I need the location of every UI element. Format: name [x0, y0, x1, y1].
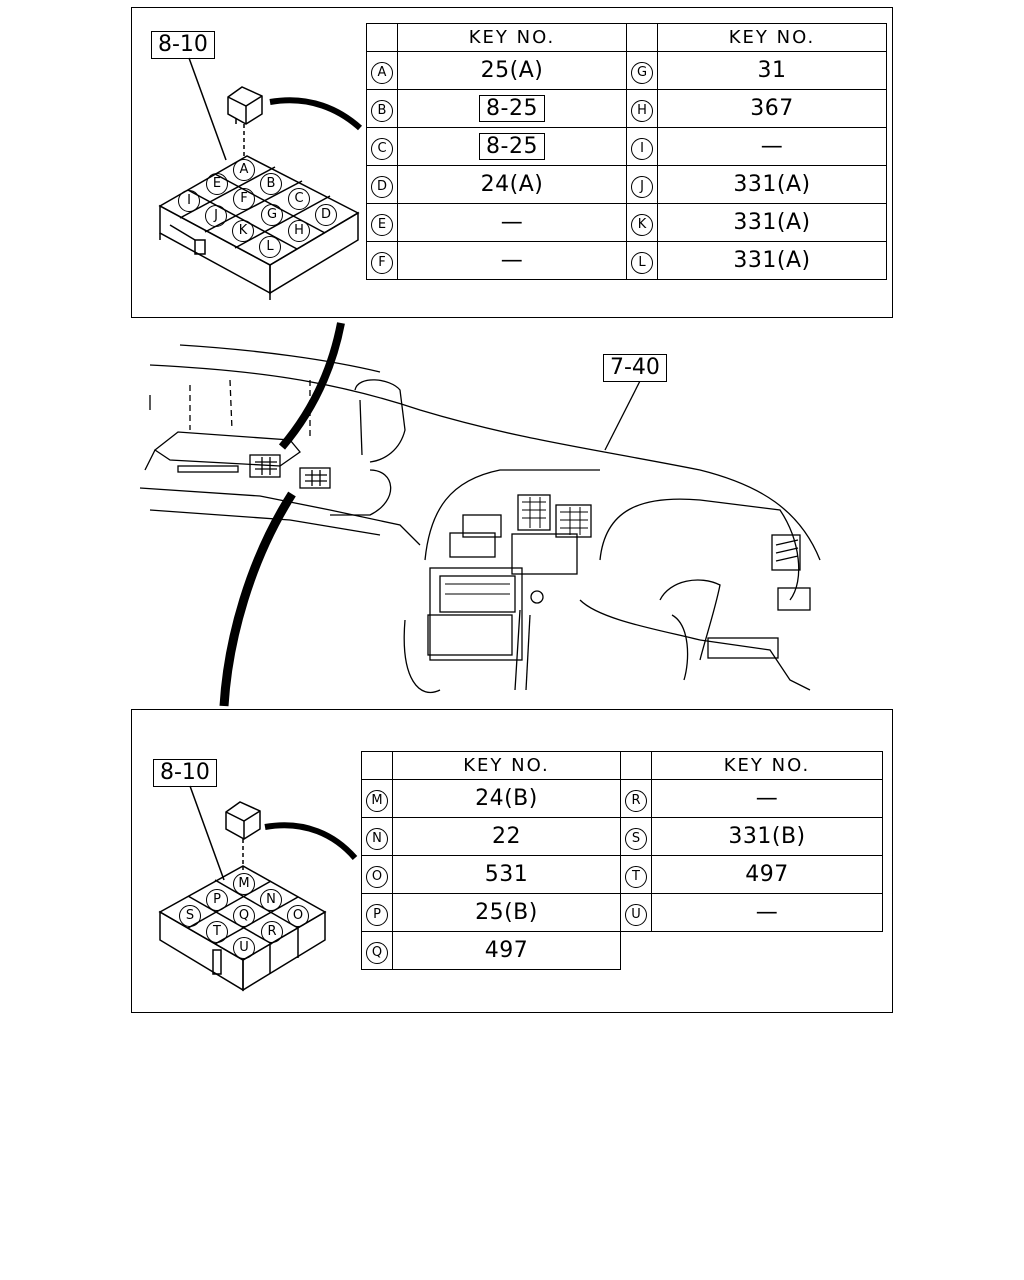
- key-value-reference: 8-25: [479, 133, 545, 160]
- header-key-no-left: KEY NO.: [397, 23, 627, 52]
- block-slot-I: I: [178, 190, 200, 212]
- key-letter: D: [371, 176, 393, 198]
- dashboard-callout-label: 7-40: [603, 354, 667, 382]
- key-letter: A: [371, 62, 393, 84]
- key-value-reference: 8-25: [479, 95, 545, 122]
- key-letter: O: [366, 866, 388, 888]
- key-value: 25(B): [392, 893, 621, 932]
- block-slot-Q: Q: [233, 905, 255, 927]
- key-value: 497: [651, 855, 883, 894]
- key-letter: S: [625, 828, 647, 850]
- key-letter: K: [631, 214, 653, 236]
- key-value: 331(A): [657, 165, 887, 204]
- block-slot-B: B: [260, 173, 282, 195]
- block-slot-C: C: [288, 188, 310, 210]
- table-row: N 22 S 331(B): [361, 817, 883, 856]
- header-key-no-right: KEY NO.: [651, 751, 883, 780]
- block-slot-S: S: [179, 905, 201, 927]
- table-row: E — K 331(A): [366, 203, 887, 242]
- key-value: 331(A): [657, 241, 887, 280]
- block-slot-R: R: [261, 921, 283, 943]
- block-slot-D: D: [315, 204, 337, 226]
- block-slot-G: G: [261, 204, 283, 226]
- table-row: B 8-25 H 367: [366, 89, 887, 128]
- block-slot-M: M: [233, 873, 255, 895]
- key-letter: J: [631, 176, 653, 198]
- key-letter: B: [371, 100, 393, 122]
- key-value: 25(A): [397, 51, 627, 90]
- key-letter: T: [625, 866, 647, 888]
- key-value: —: [397, 203, 627, 242]
- header-key-no-left: KEY NO.: [392, 751, 621, 780]
- bottom-callout-label: 8-10: [153, 759, 217, 787]
- table-row: F — L 331(A): [366, 241, 887, 280]
- key-letter: N: [366, 828, 388, 850]
- key-value: 31: [657, 51, 887, 90]
- table-row: C 8-25 I —: [366, 127, 887, 166]
- block-slot-A: A: [233, 159, 255, 181]
- key-letter: M: [366, 790, 388, 812]
- key-value: 24(B): [392, 779, 621, 818]
- block-slot-L: L: [259, 236, 281, 258]
- block-slot-H: H: [288, 220, 310, 242]
- key-letter: H: [631, 100, 653, 122]
- table-row: P 25(B) U —: [361, 893, 883, 932]
- block-slot-T: T: [206, 921, 228, 943]
- block-slot-K: K: [232, 220, 254, 242]
- top-callout-label: 8-10: [151, 31, 215, 59]
- top-relay-panel: [131, 7, 893, 318]
- key-value: —: [651, 779, 883, 818]
- table-row: O 531 T 497: [361, 855, 883, 894]
- key-letter: L: [631, 252, 653, 274]
- block-slot-U: U: [233, 937, 255, 959]
- key-value: —: [651, 893, 883, 932]
- key-letter: F: [371, 252, 393, 274]
- block-slot-E: E: [206, 173, 228, 195]
- key-letter: U: [625, 904, 647, 926]
- key-value: 497: [392, 931, 621, 970]
- key-value: 531: [392, 855, 621, 894]
- key-letter: I: [631, 138, 653, 160]
- block-slot-O: O: [287, 905, 309, 927]
- key-value: 331(B): [651, 817, 883, 856]
- bottom-key-table: KEY NO. KEY NO. M 24(B) R — N 22 S 331(B…: [361, 751, 883, 970]
- table-row: M 24(B) R —: [361, 779, 883, 818]
- block-slot-P: P: [206, 889, 228, 911]
- block-slot-F: F: [233, 188, 255, 210]
- table-header-row: KEY NO. KEY NO.: [366, 23, 887, 52]
- block-slot-J: J: [205, 205, 227, 227]
- table-row: D 24(A) J 331(A): [366, 165, 887, 204]
- table-row: Q 497: [361, 931, 883, 970]
- table-header-row: KEY NO. KEY NO.: [361, 751, 883, 780]
- top-key-table: KEY NO. KEY NO. A 25(A) G 31 B 8-25 H 36…: [366, 23, 887, 280]
- key-letter: R: [625, 790, 647, 812]
- key-letter: C: [371, 138, 393, 160]
- key-letter: Q: [366, 942, 388, 964]
- key-value: 367: [657, 89, 887, 128]
- key-value: 24(A): [397, 165, 627, 204]
- table-row: A 25(A) G 31: [366, 51, 887, 90]
- bottom-relay-panel: [131, 709, 893, 1013]
- key-letter: P: [366, 904, 388, 926]
- key-value: 22: [392, 817, 621, 856]
- block-slot-N: N: [260, 889, 282, 911]
- key-value: —: [397, 241, 627, 280]
- key-letter: E: [371, 214, 393, 236]
- key-letter: G: [631, 62, 653, 84]
